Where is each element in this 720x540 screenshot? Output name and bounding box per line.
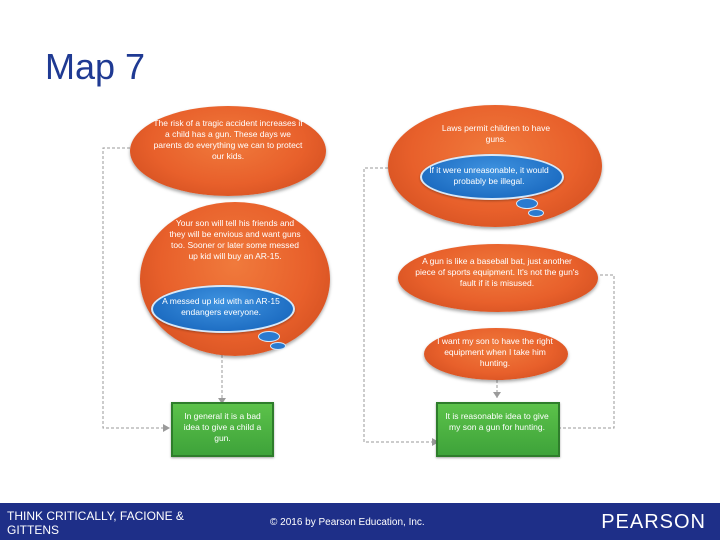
pearson-logo: PEARSON [601, 511, 706, 533]
right-far-bracket-line [558, 274, 615, 429]
right-conclusion-box [436, 402, 560, 457]
right-top-claim-text: Laws permit children to have guns. [441, 123, 551, 144]
thought-dot [258, 331, 280, 342]
left-down-arrowhead [218, 398, 226, 404]
left-mid-claim-text: Your son will tell his friends and they … [169, 218, 301, 261]
thought-dot [516, 198, 538, 209]
thought-dot [528, 209, 544, 217]
left-mid-bubble-text: A messed up kid with an AR-15 endangers … [162, 296, 280, 317]
left-mid-thought-bubble [151, 285, 295, 333]
footer-book-title: THINK CRITICALLY, FACIONE & GITTENS [7, 509, 184, 537]
left-arrowhead [163, 424, 170, 432]
right-mid-claim-text: A gun is like a baseball bat, just anoth… [415, 256, 579, 288]
right-conclusion-text: It is reasonable idea to give my son a g… [445, 411, 549, 432]
right-bracket-line [363, 167, 432, 443]
right-top-bubble-text: If it were unreasonable, it would probab… [429, 165, 549, 186]
right-mid-claim-oval [398, 244, 598, 312]
left-top-claim-oval [130, 106, 326, 196]
right-down-arrowhead [493, 392, 501, 398]
right-low-claim-text: I want my son to have the right equipmen… [437, 336, 553, 368]
right-low-claim-oval [424, 328, 568, 380]
right-arrowhead [432, 438, 439, 446]
right-top-thought-bubble [420, 154, 564, 200]
left-conclusion-box [171, 402, 274, 457]
left-conclusion-text: In general it is a bad idea to give a ch… [183, 411, 262, 443]
left-bracket-line [102, 147, 163, 429]
footer-bar: THINK CRITICALLY, FACIONE & GITTENS © 20… [0, 503, 720, 540]
page-title: Map 7 [45, 46, 146, 87]
left-top-claim-text: The risk of a tragic accident increases … [153, 118, 303, 161]
thought-dot [270, 342, 286, 350]
footer-copyright: © 2016 by Pearson Education, Inc. [270, 517, 425, 528]
